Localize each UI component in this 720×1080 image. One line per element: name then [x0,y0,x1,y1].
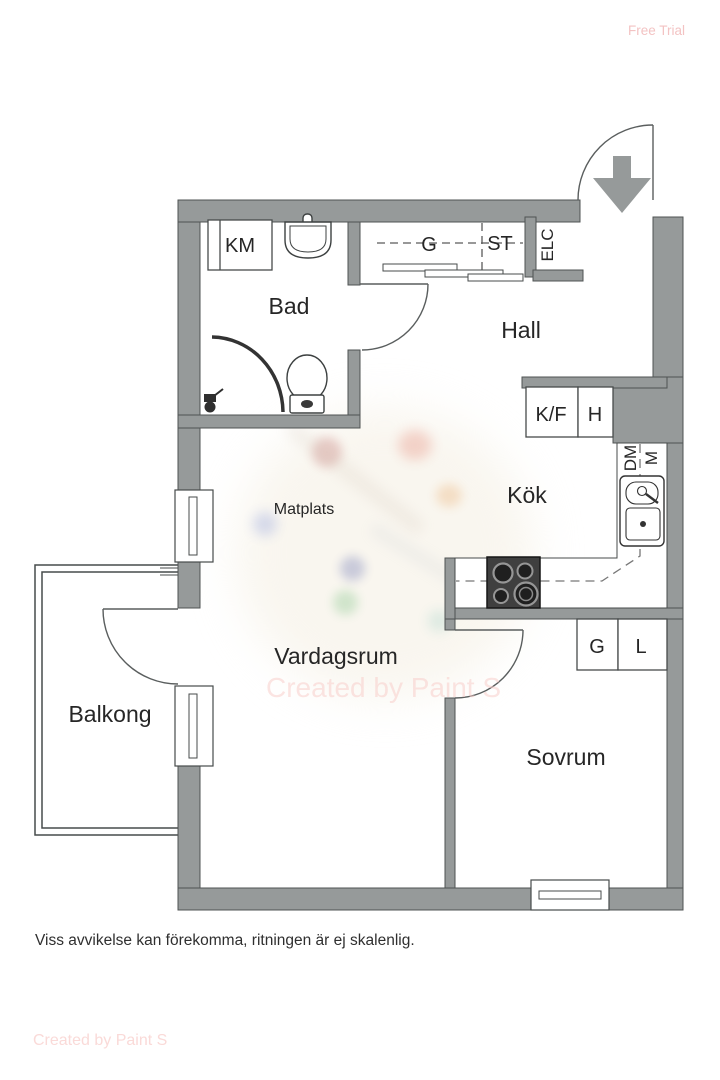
doors [102,124,654,699]
closet-l [617,618,668,671]
wall-segment [177,221,201,493]
paint-dot-red [398,430,432,460]
wall-segment [177,199,581,223]
closet-label-km: KM [225,235,255,257]
closet-label-elc: ELC [538,228,557,261]
sliding-doors [382,263,524,282]
window-livingroom [174,489,214,563]
wall-segment [347,221,361,286]
wall-segment [444,618,456,631]
shower-fixture-icon [204,394,216,402]
room-label-bad: Bad [269,293,310,319]
hall-wardrobe [377,223,524,282]
wall-segment [666,442,684,609]
bedroom-closets [576,618,668,671]
closet-label-m: M [642,451,661,465]
window-balcony-side [174,685,214,767]
balcony-door [102,608,179,685]
bottom-watermark: Created by Paint S [33,1032,168,1049]
closet-labels: KM G ST K/F H G L ELC DM M [225,228,661,658]
paint-dot-green [333,590,358,615]
closet-label-l: L [635,636,646,658]
closet-label-kf: K/F [535,404,566,426]
bathroom-sink [284,213,332,259]
wall-segment [444,607,684,620]
paint-dot-blue [253,512,277,536]
closet-label-dm: DM [621,445,640,471]
room-label-hall: Hall [501,317,541,343]
paint-dot-orange [436,484,462,507]
wall-segment [177,414,361,429]
paint-dot-darkred [312,437,342,467]
wall-segment [524,216,537,278]
wall-segment [666,607,684,889]
closet-label-g-hall: G [421,234,437,256]
entrance-door [577,124,654,201]
toilet [286,354,328,414]
balcony-outline [34,564,180,836]
cabinet-kf [525,386,579,438]
closet-label-h: H [588,404,602,426]
disclaimer-text: Viss avvikelse kan förekomma, ritningen … [35,932,415,949]
room-label-balkong: Balkong [68,701,151,727]
kitchen-cabinets [525,386,614,438]
walls [177,199,684,911]
wall-segment [532,269,584,282]
room-label-sovrum: Sovrum [526,744,605,770]
stove [486,556,541,609]
bedroom-door [454,629,524,699]
wall-segment [652,216,684,378]
closet-label-g-sovrum: G [589,636,605,658]
cabinet-h [577,386,614,438]
wall-segment [177,561,201,609]
closet-g [576,618,619,671]
wall-segment [444,697,456,889]
palette-watermark [235,408,535,698]
paint-dot-navy [340,556,365,581]
windows [174,489,610,911]
window-bedroom [530,879,610,911]
center-watermark: Created by Paint S [266,672,502,703]
closet-label-st: ST [487,233,513,255]
wall-segment [444,557,456,621]
wall-segment [177,765,201,889]
kitchen-sink [619,475,665,547]
room-labels: Bad Hall Kök Vardagsrum Sovrum Balkong M… [68,293,605,770]
shower [204,335,285,413]
washing-machine [207,219,273,271]
room-label-matplats: Matplats [274,501,334,518]
room-label-kok: Kök [507,482,547,508]
bathroom-door [360,283,429,351]
free-trial-watermark: Free Trial [628,23,686,38]
room-label-vardagsrum: Vardagsrum [274,643,398,669]
entrance-arrow-icon [593,156,651,213]
